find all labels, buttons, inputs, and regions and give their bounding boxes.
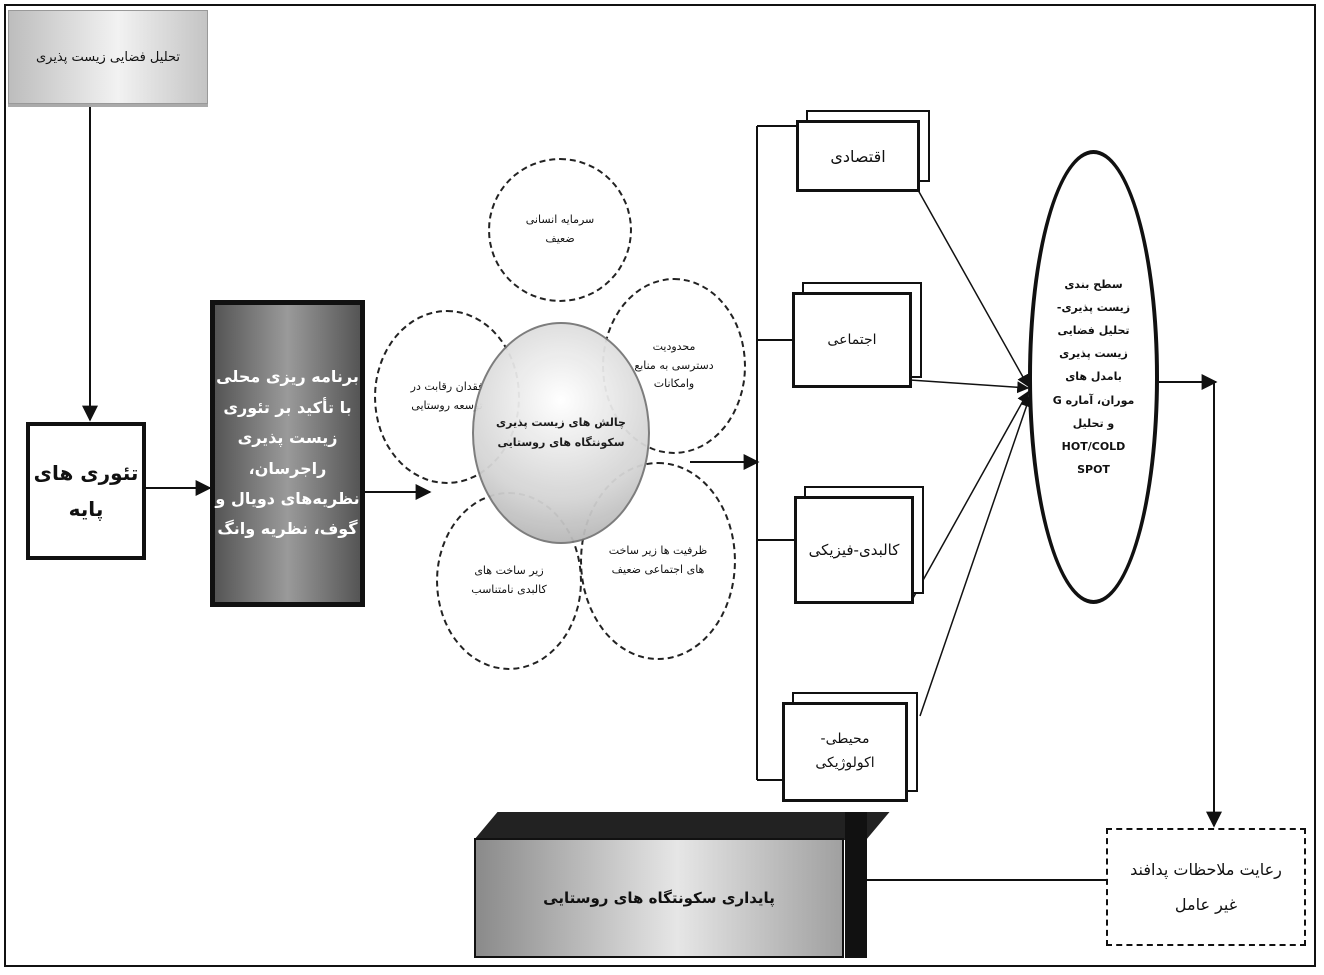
base-theories-label: تئوری های پایه xyxy=(33,461,139,521)
access-limits-circle: محدودیت دسترسی به منابع وامکانات xyxy=(602,278,746,454)
weak-infra-label: ظرفیت ها زیر ساخت های اجتماعی ضعیف xyxy=(608,544,708,576)
challenges-center-circle: چالش های زیست پذیری سکونتگاه های روستایی xyxy=(472,322,650,544)
spatial-analysis-box: تحلیل فضایی زیست پذیری xyxy=(8,10,208,104)
sustainability-box-top xyxy=(474,812,890,840)
economic-label: اقتصادی xyxy=(830,146,886,166)
levelling-oval: سطح بندی زیست پذیری- تحلیل فضایی زیست پذ… xyxy=(1028,150,1159,604)
passive-defense-label: رعایت ملاحظات پدافند غیر عامل xyxy=(1130,859,1282,914)
physical-box: کالبدی-فیزیکی xyxy=(794,496,914,604)
base-theories-box: تئوری های پایه xyxy=(26,422,146,560)
sustainability-box-side xyxy=(845,812,867,958)
environmental-box: محیطی- اکولوژیکی xyxy=(782,702,908,802)
weak-infra-circle: ظرفیت ها زیر ساخت های اجتماعی ضعیف xyxy=(580,462,736,660)
arrow-economic-to-oval xyxy=(917,189,1029,388)
competition-label: فقدان رقابت در توسعه روستایی xyxy=(410,380,484,412)
social-label: اجتماعی xyxy=(827,332,877,348)
physical-infra-label: زیر ساخت های کالبدی نامتناسب xyxy=(471,564,547,596)
environmental-label: محیطی- اکولوژیکی xyxy=(815,731,875,771)
local-planning-label: برنامه ریزی محلی با تأکید بر تئوری زیست … xyxy=(215,367,360,539)
sustainability-box: پایداری سکونتگاه های روستایی xyxy=(474,838,844,958)
physical-label: کالبدی-فیزیکی xyxy=(808,541,900,559)
arrow-physical-to-oval xyxy=(911,390,1029,601)
spatial-analysis-label: تحلیل فضایی زیست پذیری xyxy=(35,49,181,65)
passive-defense-box: رعایت ملاحظات پدافند غیر عامل xyxy=(1106,828,1306,946)
local-planning-box: برنامه ریزی محلی با تأکید بر تئوری زیست … xyxy=(210,300,365,607)
arrow-social-to-oval xyxy=(909,379,1030,394)
diagram-frame xyxy=(4,4,1316,967)
economic-box: اقتصادی xyxy=(796,120,920,192)
human-capital-label: سرمایه انسانی ضعیف xyxy=(525,213,595,245)
challenges-center-label: چالش های زیست پذیری سکونتگاه های روستایی xyxy=(496,416,626,449)
sustainability-label: پایداری سکونتگاه های روستایی xyxy=(543,889,775,907)
social-box: اجتماعی xyxy=(792,292,912,388)
human-capital-circle: سرمایه انسانی ضعیف xyxy=(488,158,632,302)
arrow-environmental-to-oval xyxy=(919,394,1033,717)
access-limits-label: محدودیت دسترسی به منابع وامکانات xyxy=(634,339,714,391)
levelling-oval-label: سطح بندی زیست پذیری- تحلیل فضایی زیست پذ… xyxy=(1052,278,1135,476)
